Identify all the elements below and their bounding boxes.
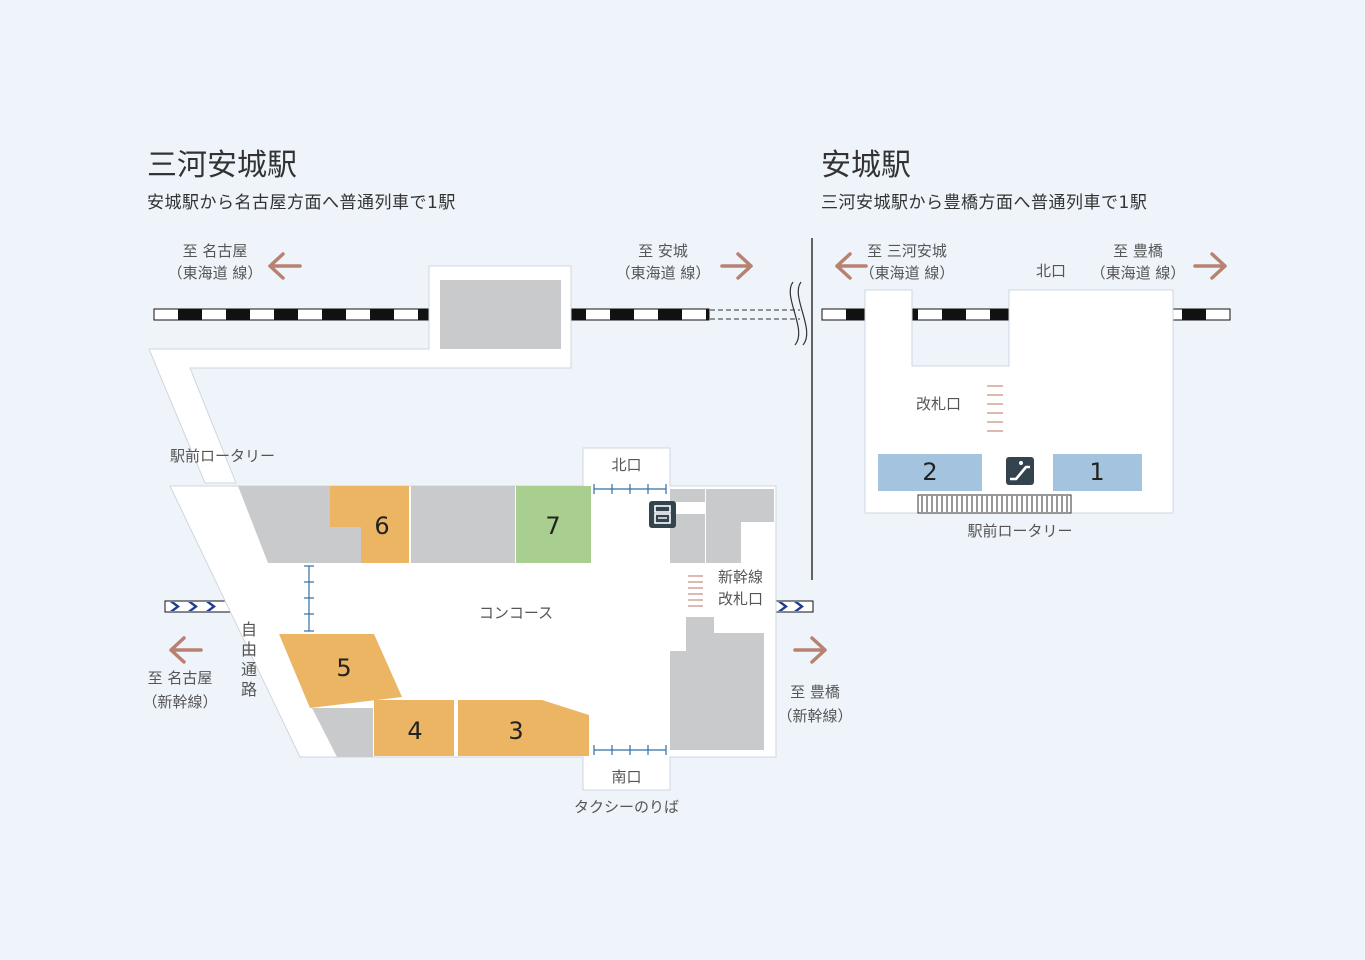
anjo-rotary-label: 駅前ロータリー	[967, 522, 1073, 540]
taxi-stand-label: タクシーのりば	[573, 798, 679, 816]
arrow-left-icon	[268, 252, 302, 280]
concourse-label: コンコース	[478, 604, 554, 622]
shop-7-number: 7	[545, 512, 561, 540]
left-station-title: 三河安城駅	[147, 148, 297, 183]
shop-4-number: 4	[407, 717, 423, 745]
shop-2-number: 2	[922, 458, 938, 486]
shop-1-area[interactable]	[1053, 454, 1142, 491]
to-nagoya-tokaido-label: 至 名古屋 （東海道 線）	[167, 242, 263, 282]
escalator-icon[interactable]	[1006, 457, 1034, 485]
map-break-mark	[789, 281, 808, 346]
gray-blocks	[238, 486, 774, 757]
shop-7-area[interactable]	[516, 486, 591, 563]
shop-1-number: 1	[1089, 458, 1105, 486]
gate-bars	[304, 484, 667, 755]
shinkansen-gate-label: 新幹線 改札口	[718, 568, 764, 608]
shop-4-area[interactable]	[374, 700, 454, 756]
station-building-block	[440, 280, 561, 349]
shop-3-area[interactable]	[458, 700, 589, 756]
ticket-machine-icon[interactable]	[649, 501, 676, 528]
shop-6-area[interactable]	[330, 486, 409, 563]
arrow-right-icon	[720, 252, 753, 280]
arrow-right-icon	[1193, 252, 1227, 280]
arrow-left-icon	[169, 636, 203, 664]
anjo-ticket-gate-label: 改札口	[916, 395, 962, 413]
right-station-subtitle: 三河安城駅から豊橋方面へ普通列車で1駅	[821, 193, 1148, 213]
shinkansen-gate-marks	[688, 575, 703, 607]
shop-5-number: 5	[336, 654, 352, 682]
to-mikawaanjo-label: 至 三河安城 （東海道 線）	[859, 242, 955, 282]
left-rotary-label: 駅前ロータリー	[170, 447, 276, 465]
arrow-left-icon	[835, 252, 868, 280]
right-station-title: 安城駅	[821, 148, 911, 183]
to-nagoya-shinkansen-label: 至 名古屋 （新幹線）	[142, 669, 218, 711]
to-toyohashi-shinkansen-label: 至 豊橋 （新幹線）	[777, 683, 853, 725]
shop-2-area[interactable]	[878, 454, 982, 491]
crosswalk-stripes	[917, 494, 1072, 514]
shop-3-number: 3	[508, 717, 524, 745]
anjo-gate-marks	[987, 385, 1003, 432]
to-toyohashi-tokaido-label: 至 豊橋 （東海道 線）	[1090, 242, 1186, 282]
left-station-subtitle: 安城駅から名古屋方面へ普通列車で1駅	[147, 193, 456, 213]
arrow-right-icon	[793, 636, 827, 664]
shop-5-area[interactable]	[279, 634, 402, 708]
free-passage-label: 自由通路	[240, 620, 257, 699]
shop-6-number: 6	[374, 512, 390, 540]
north-exit-label: 北口	[611, 456, 642, 474]
anjo-north-exit-label: 北口	[1035, 262, 1066, 280]
south-exit-label: 南口	[611, 768, 642, 786]
to-anjo-tokaido-label: 至 安城 （東海道 線）	[615, 242, 711, 282]
